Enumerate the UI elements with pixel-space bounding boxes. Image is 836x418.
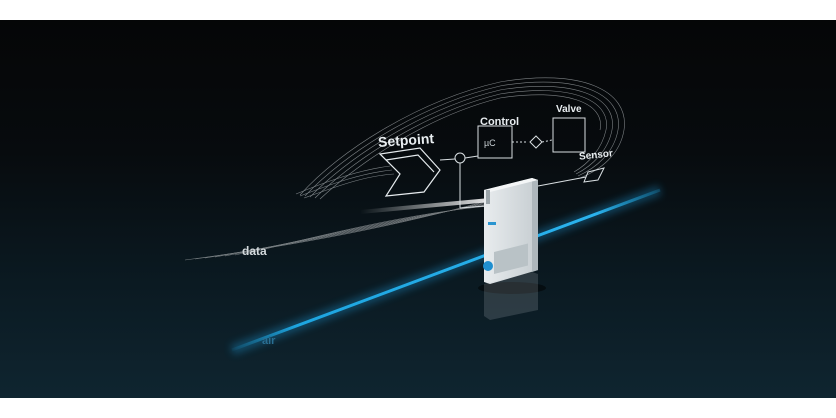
microcontroller-label: µC — [484, 138, 496, 148]
air-beam — [230, 185, 662, 355]
valve-block — [552, 117, 586, 153]
data-beam — [359, 198, 491, 214]
hero-graphic — [184, 77, 662, 355]
air-label: air — [262, 335, 276, 347]
valve-label: Valve — [556, 104, 582, 115]
valve-device — [478, 178, 546, 320]
data-stream-lower — [184, 199, 491, 261]
control-label: Control — [480, 116, 520, 128]
control-loop-diagram — [439, 117, 605, 209]
top-white-band — [0, 0, 836, 20]
diamond-icon — [529, 135, 543, 149]
summing-junction-icon — [454, 152, 466, 164]
bottom-white-band — [0, 398, 836, 418]
setpoint-arrow-icon — [378, 147, 441, 197]
hero-banner: Setpoint Control µC Valve Sensor data ai… — [0, 20, 836, 398]
data-label: data — [242, 244, 267, 258]
sensor-icon — [583, 167, 605, 183]
